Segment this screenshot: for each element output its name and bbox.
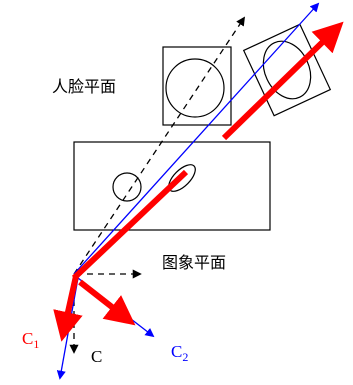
image-plane-rect [73,141,271,231]
image-plane-label: 图象平面 [162,253,226,272]
c2-label-main: C [171,342,182,361]
red-axis-c1 [53,275,83,342]
face-plane-square [162,46,232,126]
c-label: C [91,347,102,366]
projected-circle [112,172,142,202]
c1-label: C1 [22,329,39,351]
face-circle [165,58,225,118]
c2-label: C2 [171,342,188,364]
red-ray-face [221,21,344,141]
c1-label-main: C [22,329,33,348]
red-axis-c2 [78,279,136,326]
c1-label-sub: 1 [33,337,39,351]
blue-line-long [73,2,320,275]
face-plane-label: 人脸平面 [52,77,116,96]
c2-label-sub: 2 [182,350,188,364]
black-dashed-axis [73,16,246,275]
red-ray-image [71,169,189,281]
